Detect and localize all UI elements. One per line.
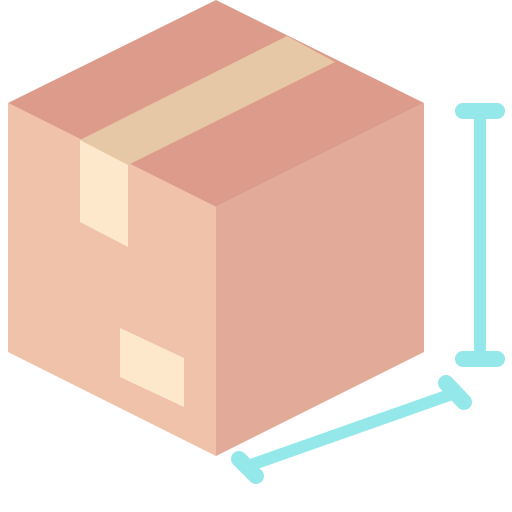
width-measure-line [246,387,457,472]
box [8,0,424,456]
width-measure-icon [231,375,472,484]
height-measure-icon [455,103,505,367]
box-right-face [216,103,424,456]
tape-front [80,140,128,247]
width-measure-cap-right [438,375,472,410]
shipping-label [120,328,184,407]
width-measure-cap-left [231,451,264,484]
tape-top [80,36,335,165]
